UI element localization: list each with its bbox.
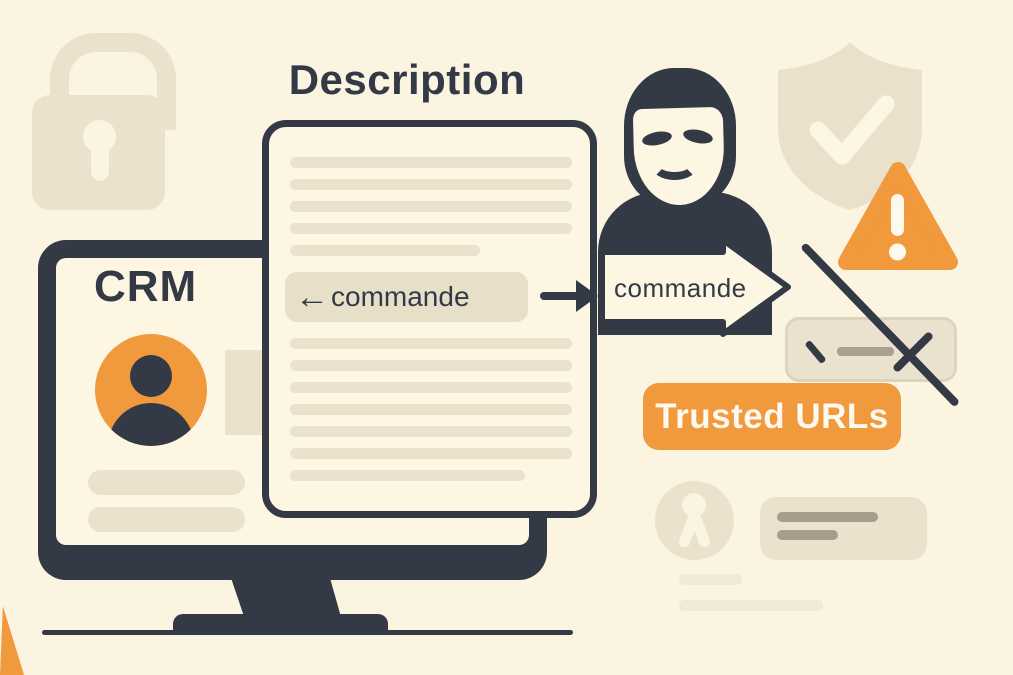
placeholder-bar bbox=[88, 470, 245, 495]
placeholder-line bbox=[290, 201, 572, 212]
monitor-foot bbox=[173, 614, 388, 634]
page-title: Description bbox=[288, 56, 526, 103]
right-arrow-icon bbox=[540, 292, 582, 300]
shield-check-icon bbox=[778, 42, 922, 210]
monitor-stand bbox=[231, 578, 341, 617]
avatar bbox=[95, 334, 207, 446]
placeholder-line bbox=[290, 338, 572, 349]
placeholder-line bbox=[290, 404, 572, 415]
placeholder-line bbox=[290, 470, 525, 481]
form-field-placeholder bbox=[225, 350, 263, 435]
placeholder-line bbox=[290, 426, 572, 437]
placeholder-line bbox=[290, 223, 572, 234]
placeholder-line bbox=[290, 382, 572, 393]
placeholder-line bbox=[290, 157, 572, 168]
faint-text-line bbox=[679, 600, 823, 611]
faint-text-line bbox=[679, 574, 742, 585]
placeholder-line bbox=[290, 360, 572, 371]
avatar-head bbox=[130, 355, 172, 397]
highlighted-command-field: ← commande bbox=[285, 272, 528, 322]
avatar-shoulders bbox=[108, 403, 194, 446]
keyhole-stem bbox=[91, 141, 109, 181]
attacker-smile bbox=[651, 150, 698, 180]
highlight-text: commande bbox=[331, 281, 470, 312]
chat-bubble bbox=[760, 497, 927, 560]
user-icon-head bbox=[682, 493, 706, 517]
document-lines-bottom bbox=[290, 338, 572, 492]
placeholder-bar bbox=[88, 507, 245, 532]
user-icon bbox=[655, 481, 734, 560]
placeholder-line bbox=[290, 245, 480, 256]
banner-text: commande bbox=[614, 273, 747, 303]
trusted-urls-badge: Trusted URLs bbox=[643, 383, 901, 450]
monitor-base bbox=[42, 630, 573, 635]
crm-label: CRM bbox=[94, 262, 198, 311]
warning-icon bbox=[838, 162, 958, 270]
left-arrow-icon: ← bbox=[295, 278, 329, 316]
command-arrow-banner bbox=[599, 237, 791, 337]
corner-accent-triangle bbox=[0, 606, 24, 675]
bubble-text-line bbox=[777, 530, 838, 540]
bubble-text-line bbox=[777, 512, 878, 522]
document-lines-top bbox=[290, 157, 572, 267]
placeholder-line bbox=[290, 179, 572, 190]
padlock-body bbox=[32, 95, 165, 210]
url-placeholder-bar bbox=[837, 347, 894, 356]
placeholder-line bbox=[290, 448, 572, 459]
